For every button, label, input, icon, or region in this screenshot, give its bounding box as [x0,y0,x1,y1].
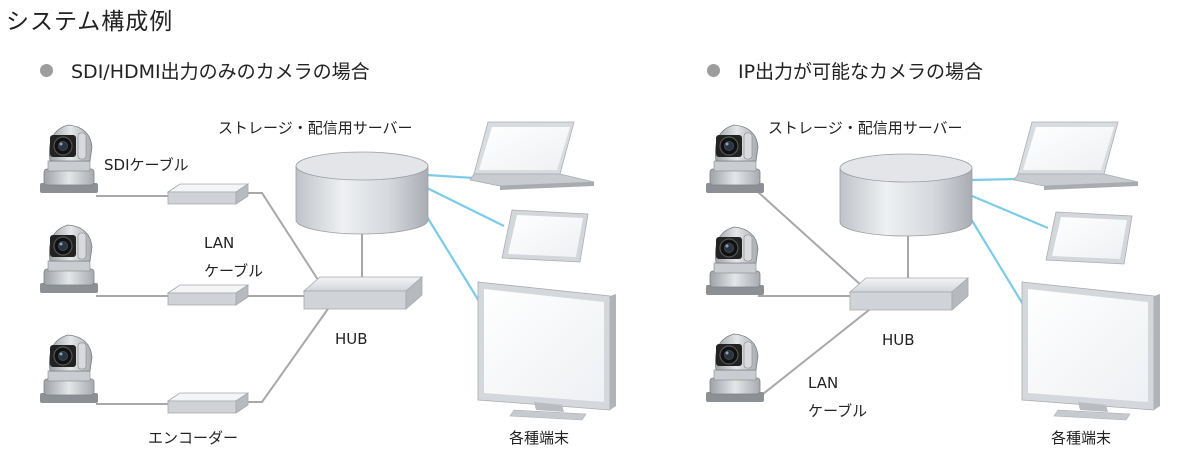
bullet-icon [707,64,720,77]
encoder-icon [167,284,249,306]
bullet-icon [40,64,53,77]
right-diagram: ストレージ・配信用サーバー HUB LAN ケーブル 各種端末 [705,119,1161,447]
ptz-camera-icon [39,224,99,294]
encoder-label: エンコーダー [148,429,238,447]
ptz-camera-icon [705,333,765,403]
link-laptop [971,177,1019,182]
storage-label: ストレージ・配信用サーバー [218,119,413,137]
hub-label: HUB [882,331,915,349]
lan-cable-line [246,305,331,403]
ptz-camera-icon [705,226,765,296]
section-heading-sdi-hdmi: SDI/HDMI出力のみのカメラの場合 [40,57,370,84]
section-heading-text: SDI/HDMI出力のみのカメラの場合 [71,61,370,83]
lan-cable-line [246,192,323,287]
page-title: システム構成例 [6,9,174,35]
encoder-icon [167,392,249,414]
wireless-links [423,173,505,307]
section-heading-ip: IP出力が可能なカメラの場合 [707,57,983,84]
ptz-camera-icon [705,124,765,194]
link-laptop [426,173,475,180]
monitor-icon [1021,281,1161,421]
sdi-cable-label: SDIケーブル [104,156,189,174]
lan-cable-line [757,191,863,287]
terminals-label: 各種端末 [1051,429,1111,447]
lan-label-2: ケーブル [204,262,263,280]
server-icon [839,153,973,237]
wired-links [96,192,363,405]
hub-icon [849,277,969,311]
link-tablet [426,187,505,227]
hub-label: HUB [335,330,368,348]
ptz-camera-icon [39,124,99,194]
link-tablet [971,194,1049,230]
lan-label: LAN [204,234,234,252]
wireless-links [967,177,1049,307]
lan-cable-line [757,305,875,399]
server-icon [295,151,429,235]
storage-label: ストレージ・配信用サーバー [768,119,963,137]
ptz-camera-icon [39,334,99,404]
lan-label: LAN [808,374,838,392]
link-monitor [423,211,483,307]
tablet-icon [501,209,589,263]
monitor-icon [477,281,617,421]
encoder-icon [167,183,249,205]
link-monitor [967,213,1025,307]
terminals-label: 各種端末 [509,429,569,447]
tablet-icon [1045,211,1133,265]
section-heading-text: IP出力が可能なカメラの場合 [738,61,984,83]
lan-label-2: ケーブル [808,402,867,420]
left-diagram: ストレージ・配信用サーバー SDIケーブル LAN ケーブル HUB エンコーダ… [39,119,617,447]
hub-icon [303,276,423,310]
laptop-icon [469,121,595,191]
laptop-icon [1013,121,1139,191]
